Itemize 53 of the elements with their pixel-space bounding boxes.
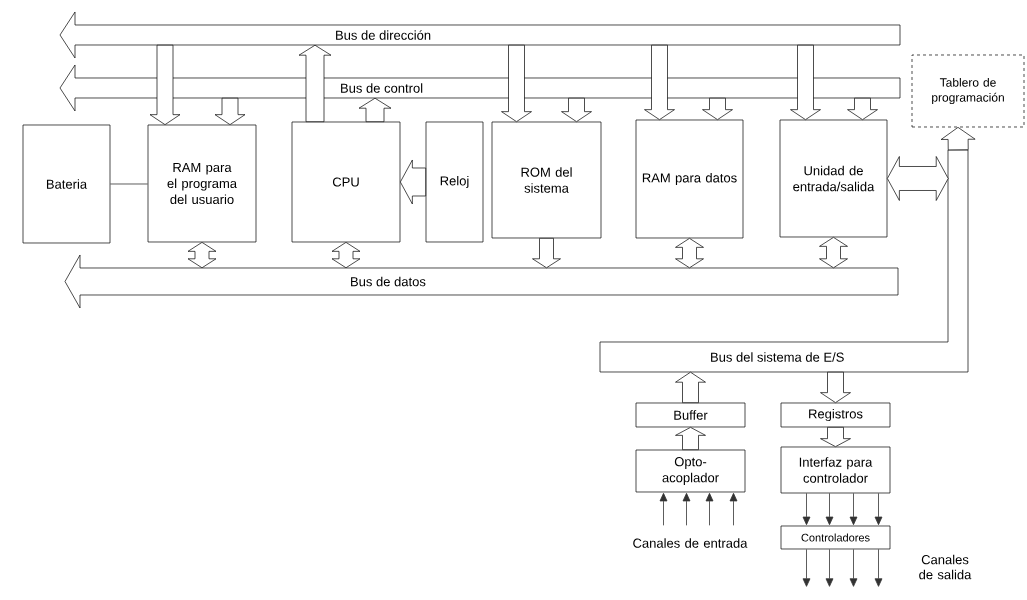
bus-band: Bus de dirección xyxy=(59,11,901,59)
block-arrow xyxy=(214,97,246,125)
bus-band: Bus de control xyxy=(59,64,901,112)
channel-label: Canales de entrada xyxy=(633,538,748,548)
block-arrow xyxy=(400,159,426,205)
block-arrow xyxy=(675,238,704,269)
block-box: Registros xyxy=(780,402,891,428)
arrow xyxy=(682,492,691,526)
arrow xyxy=(659,492,668,526)
block-box: Controladores xyxy=(780,525,891,550)
block-arrow xyxy=(644,44,675,120)
block-arrow xyxy=(501,44,532,122)
bus-band: Bus de datos xyxy=(64,254,899,309)
block-box: Unidad de entrada/salida xyxy=(779,119,888,238)
arrow xyxy=(874,492,883,526)
arrow xyxy=(825,548,834,587)
block-box: Reloj xyxy=(425,121,484,243)
block-arrow xyxy=(149,44,181,125)
block-box: Interfaz para controlador xyxy=(780,446,891,494)
block-arrow xyxy=(675,371,706,403)
block-arrow xyxy=(847,97,878,120)
arrow xyxy=(729,492,738,526)
block-arrow xyxy=(358,97,392,122)
block-box: Bateria xyxy=(22,124,111,244)
arrow xyxy=(705,492,714,526)
block-arrow xyxy=(561,97,592,122)
arrow xyxy=(825,492,834,526)
block-arrow xyxy=(820,427,851,447)
block-arrow xyxy=(790,44,821,120)
block-arrow xyxy=(187,242,217,269)
channel-label: Canales de salida xyxy=(919,554,972,580)
connector-line xyxy=(109,183,149,185)
arrow xyxy=(849,492,858,526)
block-box: RAM para datos xyxy=(635,119,744,239)
block-arrow xyxy=(819,237,848,269)
block-arrow xyxy=(331,242,361,269)
block-box: Buffer xyxy=(635,402,746,428)
block-arrow xyxy=(532,238,561,269)
block-arrow xyxy=(675,427,706,450)
block-box: Opto-acoplador xyxy=(635,449,746,493)
block-arrow xyxy=(820,371,851,403)
block-arrow xyxy=(940,127,976,151)
arrow xyxy=(849,548,858,587)
block-arrow xyxy=(298,44,332,122)
block-arrow xyxy=(887,156,949,201)
arrow xyxy=(802,492,811,526)
block-box: RAM para el programa del usuario xyxy=(147,124,257,243)
arrow xyxy=(802,548,811,587)
block-box: ROM del sistema xyxy=(491,121,602,239)
arrow xyxy=(874,548,883,587)
block-box: CPU xyxy=(291,121,401,243)
block-arrow xyxy=(702,97,733,120)
dashed-box: Tablero de programación xyxy=(911,54,1025,128)
